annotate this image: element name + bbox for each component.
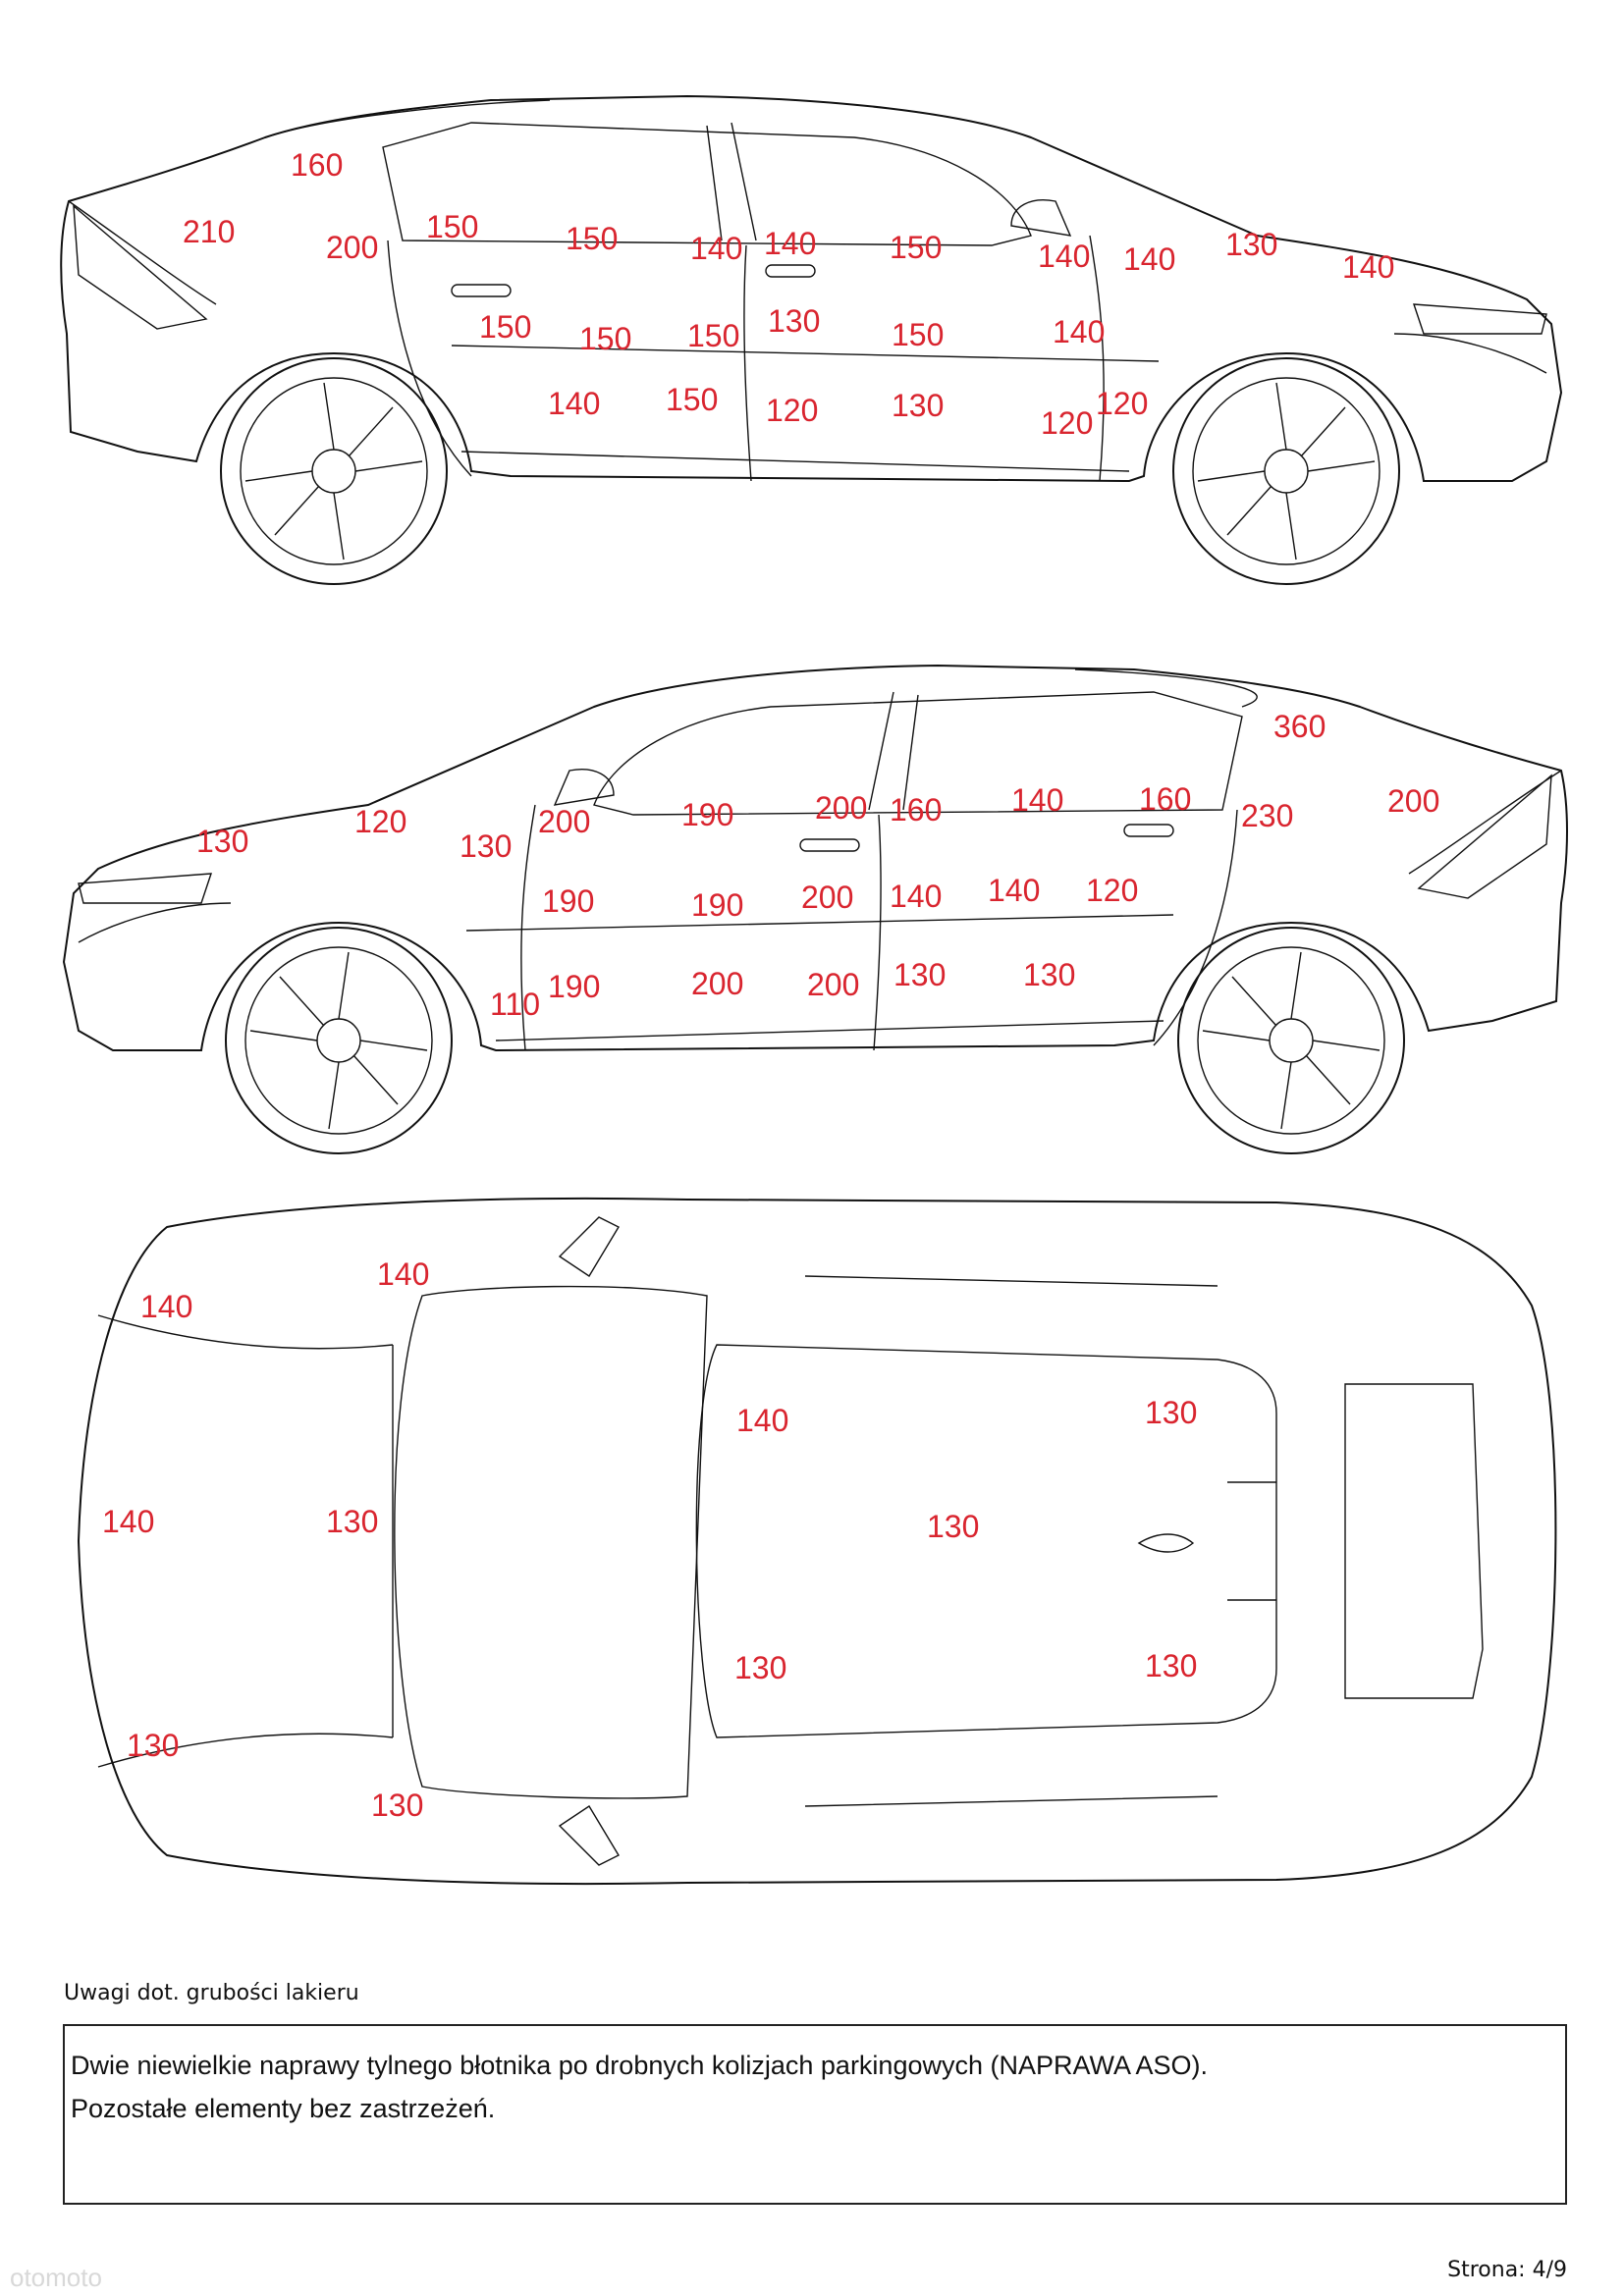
thickness-reading: 190 [681, 797, 734, 832]
thickness-reading: 200 [1387, 783, 1440, 819]
thickness-reading: 140 [690, 231, 743, 266]
thickness-reading: 130 [893, 957, 947, 992]
thickness-reading: 140 [1123, 241, 1176, 277]
thickness-reading: 160 [1139, 781, 1192, 817]
thickness-reading: 130 [927, 1509, 980, 1544]
thickness-reading: 150 [687, 318, 740, 353]
car-top-view: 140 140 140 130 140 130 130 130 130 130 … [0, 1188, 1624, 1895]
notes-line: Dwie niewielkie naprawy tylnego błotnika… [71, 2051, 1209, 2080]
page-number: Strona: 4/9 [1447, 2258, 1567, 2282]
thickness-reading: 130 [768, 303, 821, 339]
thickness-reading: 190 [691, 887, 744, 923]
watermark-logo: otomoto [10, 2263, 102, 2292]
thickness-reading: 120 [1096, 386, 1149, 421]
thickness-reading: 150 [426, 209, 479, 244]
thickness-reading: 140 [102, 1504, 155, 1539]
thickness-reading: 200 [538, 804, 591, 839]
thickness-reading: 140 [548, 386, 601, 421]
thickness-reading: 190 [548, 969, 601, 1004]
thickness-reading: 130 [734, 1650, 787, 1685]
thickness-reading: 150 [666, 382, 719, 417]
car-top-outline [77, 1197, 1557, 1886]
notes-label: Uwagi dot. grubości lakieru [64, 1981, 359, 2005]
thickness-reading: 150 [479, 309, 532, 345]
thickness-reading: 200 [807, 967, 860, 1002]
thickness-reading: 160 [291, 147, 344, 183]
thickness-reading: 150 [890, 230, 943, 265]
thickness-reading: 360 [1273, 709, 1326, 744]
thickness-reading: 140 [1342, 249, 1395, 285]
thickness-reading: 130 [127, 1728, 180, 1763]
thickness-reading: 150 [579, 321, 632, 356]
thickness-reading: 130 [326, 1504, 379, 1539]
thickness-reading: 120 [354, 804, 407, 839]
thickness-reading: 120 [1041, 405, 1094, 441]
thickness-reading: 130 [892, 388, 945, 423]
thickness-reading: 110 [490, 987, 541, 1022]
thickness-reading: 130 [1023, 957, 1076, 992]
thickness-reading: 150 [892, 317, 945, 352]
thickness-reading: 140 [988, 873, 1041, 908]
thickness-reading: 140 [377, 1256, 430, 1292]
thickness-reading: 120 [1086, 873, 1139, 908]
thickness-reading: 200 [815, 790, 868, 826]
thickness-reading: 140 [890, 879, 943, 914]
thickness-reading: 130 [1145, 1395, 1198, 1430]
thickness-reading: 130 [371, 1788, 424, 1823]
thickness-reading: 160 [890, 792, 943, 828]
car-left-side-outline [60, 94, 1563, 585]
thickness-reading: 200 [801, 880, 854, 915]
thickness-reading: 140 [1038, 239, 1091, 274]
thickness-reading: 120 [766, 393, 819, 428]
thickness-reading: 140 [736, 1403, 789, 1438]
notes-box: Dwie niewielkie naprawy tylnego błotnika… [63, 2024, 1567, 2205]
thickness-reading: 140 [764, 226, 817, 261]
thickness-reading: 130 [1145, 1648, 1198, 1683]
car-right-side-outline [62, 664, 1568, 1154]
thickness-reading: 130 [1225, 227, 1278, 262]
thickness-reading: 130 [196, 824, 249, 859]
thickness-reading: 140 [140, 1289, 193, 1324]
car-right-side-view: 360 130 120 130 200 190 200 160 140 160 … [0, 609, 1624, 1158]
notes-line: Pozostałe elementy bez zastrzeżeń. [71, 2094, 496, 2123]
thickness-reading: 200 [326, 230, 379, 265]
thickness-reading: 150 [566, 221, 619, 256]
thickness-reading: 140 [1011, 782, 1064, 818]
thickness-reading: 210 [183, 214, 236, 249]
thickness-reading: 130 [460, 828, 513, 864]
thickness-reading: 200 [691, 966, 744, 1001]
car-left-side-view: 160 210 200 150 150 140 140 150 140 140 … [0, 39, 1624, 589]
thickness-reading: 140 [1053, 314, 1106, 349]
thickness-reading: 230 [1241, 798, 1294, 833]
thickness-reading: 190 [542, 883, 595, 919]
